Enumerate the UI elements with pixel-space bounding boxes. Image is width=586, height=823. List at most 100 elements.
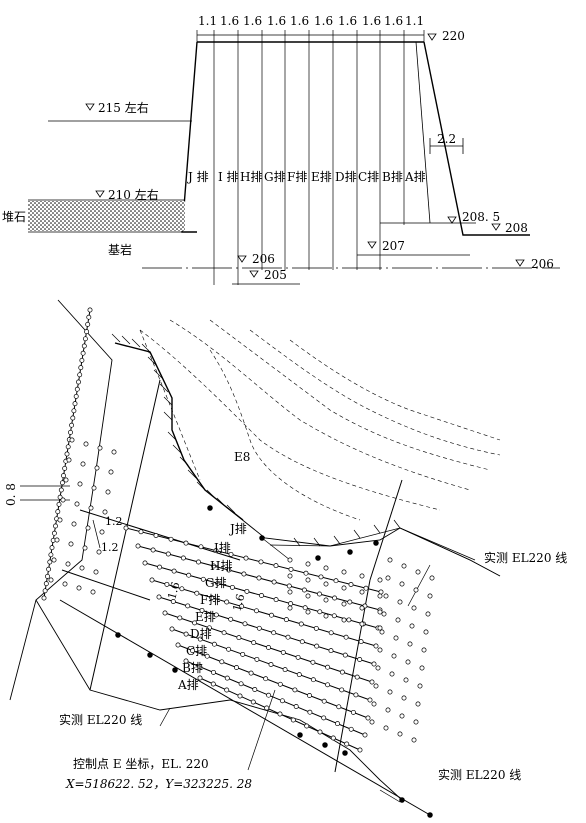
grouting-hole [49,545,55,551]
grouting-hole [47,559,53,565]
row-label: A排 [177,678,199,692]
grouting-hole [142,560,148,566]
grouting-hole [64,451,70,457]
grouting-hole [198,544,204,550]
grouting-hole [190,648,196,654]
grouting-hole [226,646,232,652]
grouting-hole [56,501,62,507]
slope-width: 2.2 [437,132,456,146]
grouting-hole [347,599,353,605]
contour-label: E8 [234,450,250,464]
grouting-hole [226,567,232,573]
grouting-hole [427,812,433,818]
grouting-hole [279,698,285,704]
grouting-hole [150,547,156,553]
grouting-hole [82,545,88,551]
grouting-hole [171,568,177,574]
grouting-hole [211,563,217,569]
grouting-hole [421,647,427,653]
grouting-hole [183,631,189,637]
grouting-hole [48,577,54,583]
grouting-hole [314,643,320,649]
grouting-hole [323,565,329,571]
grouting-hole [385,575,391,581]
grouting-hole [180,555,186,561]
grouting-hole [254,608,259,614]
grouting-hole [313,625,319,631]
grouting-hole [256,575,262,581]
grouting-hole [401,695,407,701]
grouting-hole [339,687,345,693]
grouting-hole [353,692,359,698]
grouting-hole [342,750,348,756]
row-label: J排 [228,522,247,536]
grouting-hole [77,481,83,487]
bedrock-label: 基岩 [108,242,132,257]
width-label: 1.1 [198,14,217,28]
grouting-hole [297,732,303,738]
grouting-hole [335,721,340,727]
grouting-hole [82,336,88,342]
grouting-hole [48,552,54,558]
axis-line [369,479,403,581]
grouting-hole [59,480,65,486]
grouting-hole [62,465,68,471]
grouting-hole [162,610,168,616]
grouting-hole [419,665,425,671]
grouting-hole [251,640,257,646]
grouting-hole [305,609,311,615]
grouting-hole [331,613,337,619]
grouting-hole [210,681,216,687]
grouting-hole [248,670,254,676]
grouting-hole [209,595,215,601]
grouting-hole [239,603,245,609]
grouting-hole [115,632,121,638]
grouting-hole [80,461,86,467]
grouting-hole [371,661,377,667]
elevation-206-left: 206 [252,252,275,266]
grouting-hole [238,681,244,687]
grouting-hole [254,656,260,662]
grouting-hole [358,639,364,645]
row-label: I排 [214,541,231,555]
grouting-hole [383,725,389,731]
grouting-hole [273,597,279,603]
grouting-hole [423,629,429,635]
grouting-hole [259,535,265,541]
grouting-hole [336,704,342,710]
grouting-hole [194,590,200,596]
grouting-hole [407,641,413,647]
grouting-hole [377,647,383,653]
grouting-holes [41,307,435,818]
elevation-210: 210 左右 [108,187,159,202]
row-label: C排 [186,644,207,658]
grouting-hole [397,599,403,605]
grouting-hole [196,559,201,565]
grouting-hole [287,589,293,595]
grouting-hole [65,444,71,450]
grouting-hole [333,578,339,584]
grouting-hole [84,329,90,335]
section-width-labels: 1.1 1.6 1.6 1.6 1.6 1.6 1.6 1.6 1.6 1.1 [198,14,424,28]
grouting-hole [206,625,212,631]
grouting-hole [93,569,99,575]
row-label: D排 [335,170,357,184]
grouting-hole [373,683,379,689]
grouting-hole [288,601,294,607]
grouting-hole [266,645,271,650]
grouting-hole [228,616,234,622]
grouting-hole [295,654,301,660]
grouting-hole [165,551,171,557]
grouting-hole [102,509,108,515]
dim-0-8: 0. 8 [4,483,18,506]
grouting-hole [259,593,264,598]
grouting-hole [211,641,217,647]
grouting-hole [199,607,205,613]
dimension-ticks [196,30,425,42]
grouting-hole [307,693,312,698]
grouting-hole [348,726,354,732]
grouting-hole [393,635,399,641]
grouting-hole [302,605,308,611]
grouting-hole [147,652,153,658]
grouting-hole [405,659,411,665]
